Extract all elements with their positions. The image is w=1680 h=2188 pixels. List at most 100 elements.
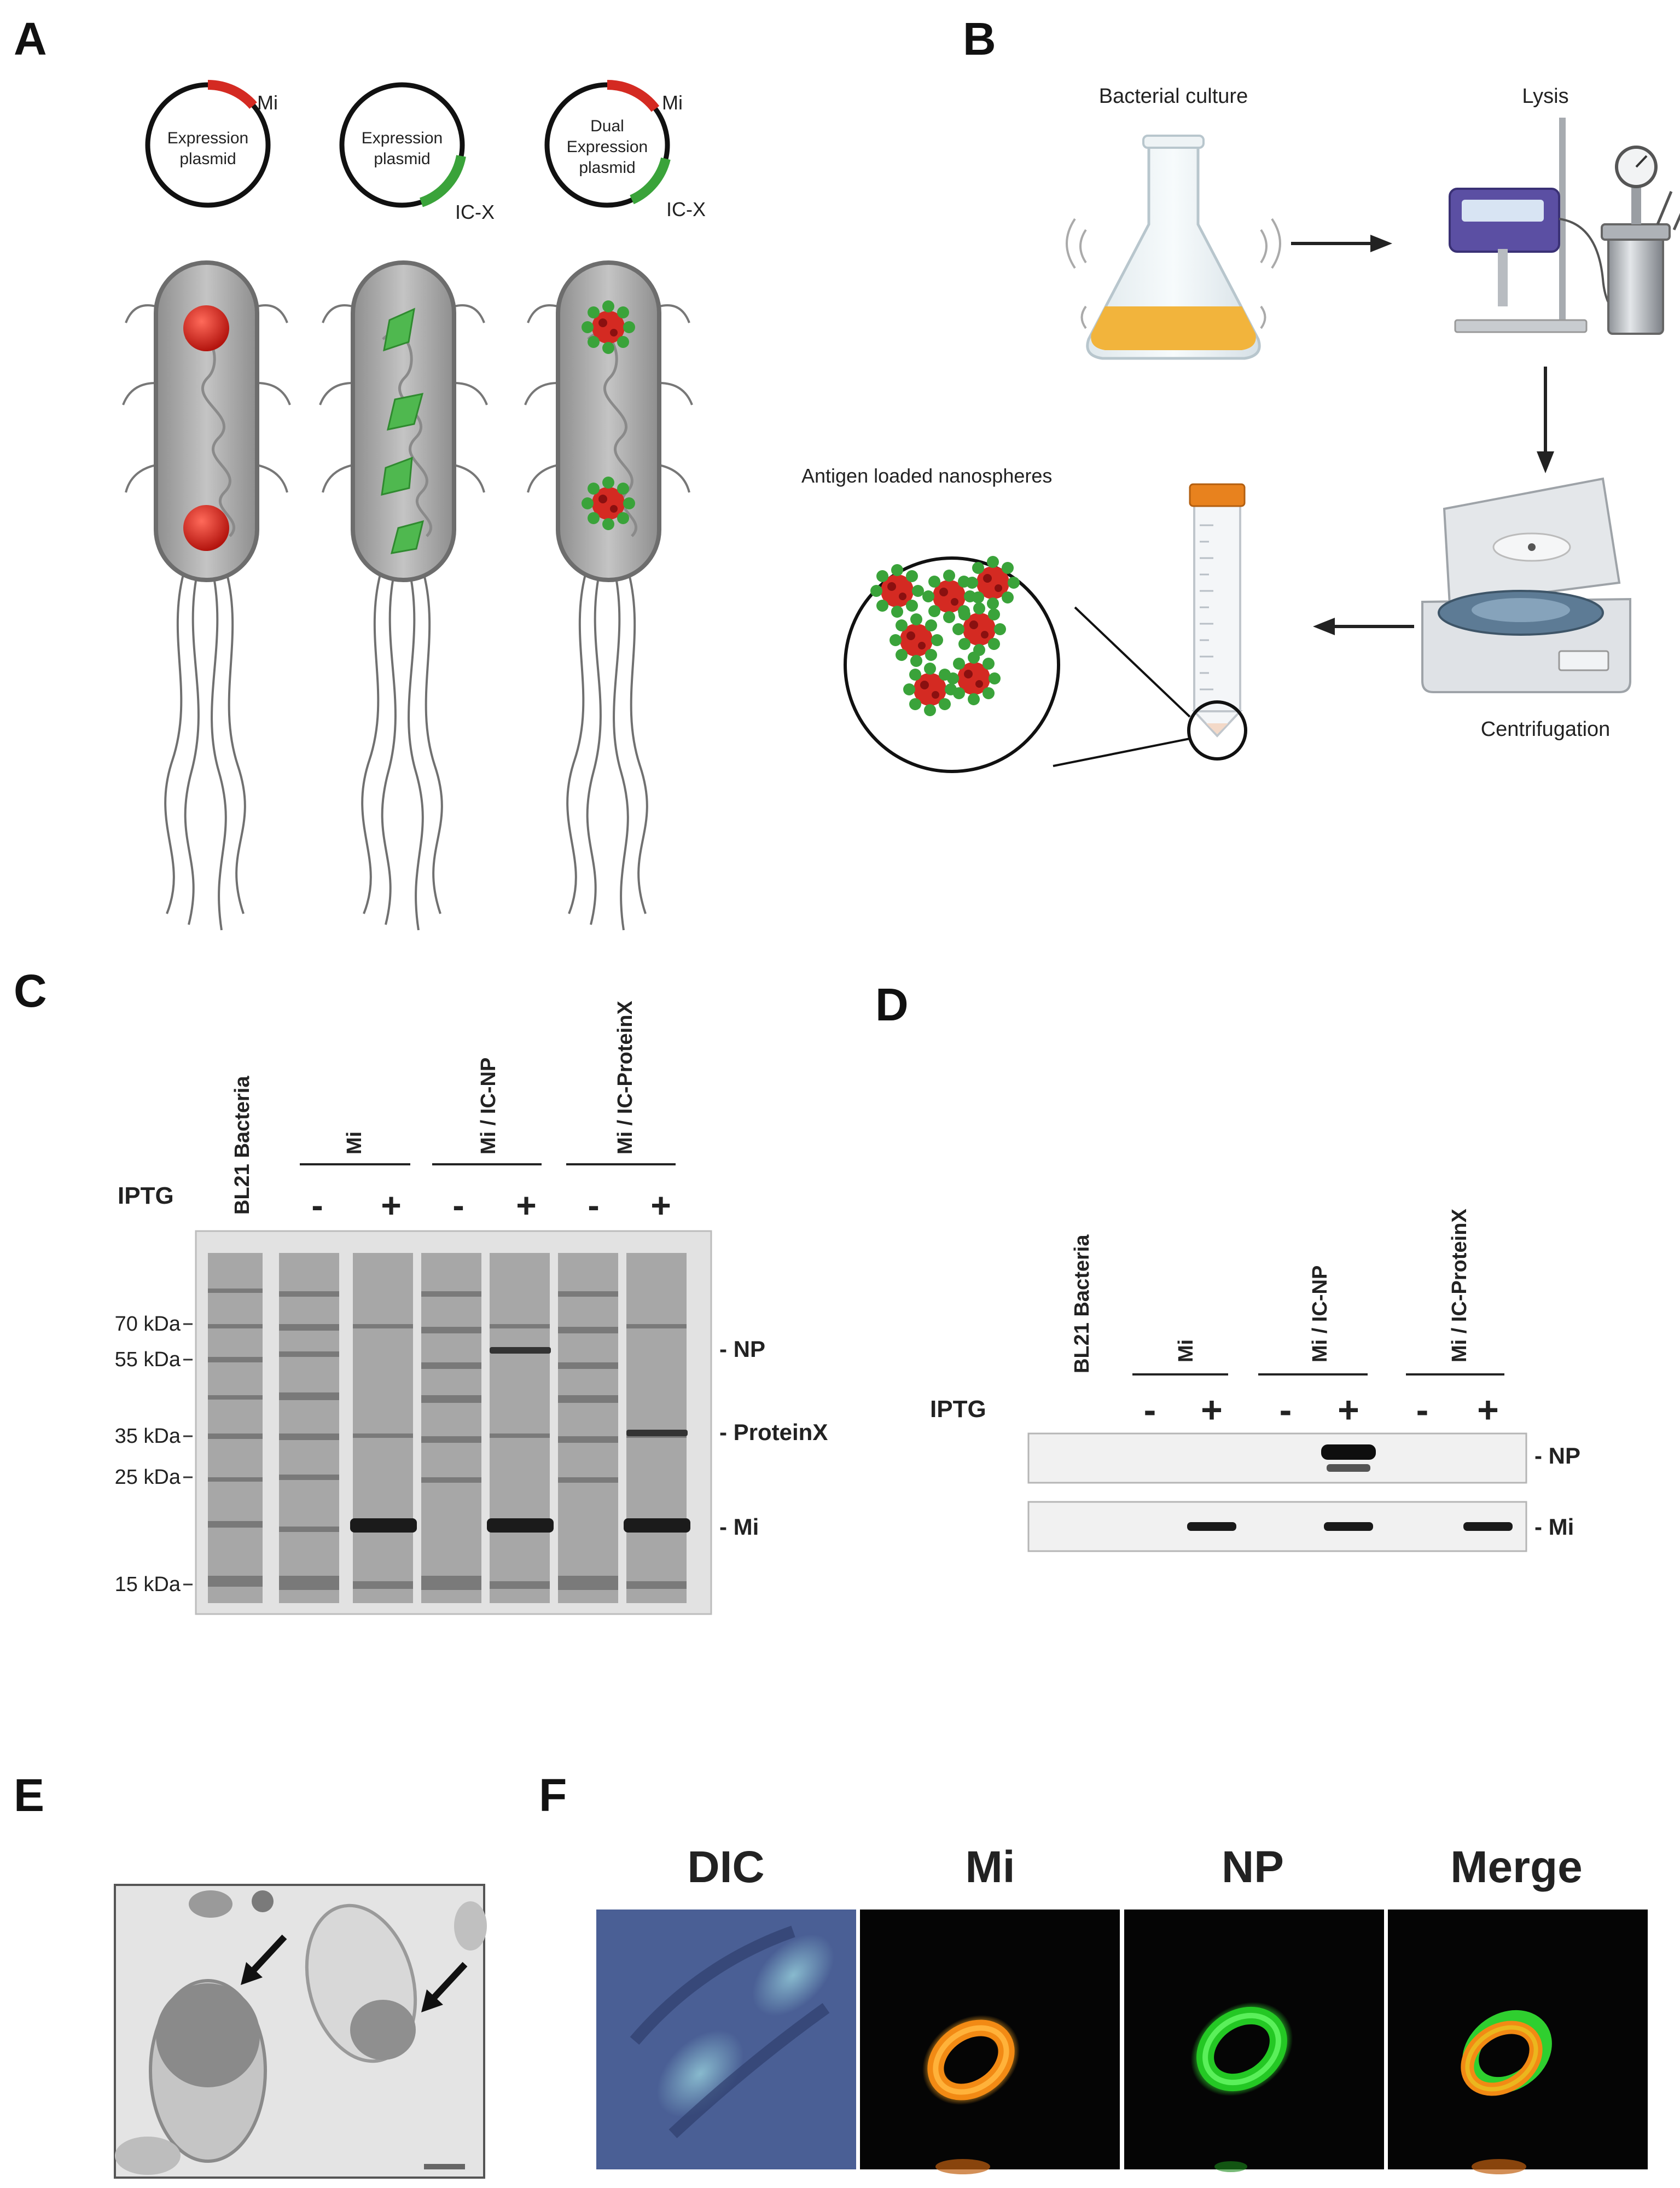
panel-d: D BL21 Bacteria Mi Mi / IC-NP Mi / IC-Pr… — [875, 979, 1580, 1552]
panel-label-b: B — [963, 13, 996, 65]
nanosphere — [952, 602, 1006, 656]
plasmid-2-line-2: plasmid — [374, 150, 430, 168]
step-culture-label: Bacterial culture — [1099, 85, 1248, 108]
band-proteinx — [626, 1430, 688, 1436]
icx-protein — [386, 393, 424, 431]
channel-merge-label: Merge — [1450, 1842, 1583, 1892]
arrow-icon — [421, 1961, 468, 2012]
marker-25: 25 kDa — [115, 1466, 181, 1489]
channel-mi-label: Mi — [965, 1842, 1015, 1892]
panel-label-d: D — [875, 979, 909, 1030]
bacterium-2 — [319, 260, 488, 931]
icx-protein — [381, 456, 413, 496]
arrow-centrifuge-to-tube — [1313, 618, 1414, 635]
icx-segment — [630, 157, 671, 205]
panel-label-e: E — [14, 1769, 44, 1821]
plasmid-1-line-1: Expression — [167, 129, 248, 147]
marker-70: 70 kDa — [115, 1313, 181, 1336]
plasmid-3: Dual Expression plasmid Mi IC-X — [544, 80, 706, 220]
panel-f: F DIC Mi NP Merge — [539, 1769, 1648, 2174]
band-label-mi: - Mi — [719, 1514, 759, 1540]
nanosphere — [903, 663, 957, 716]
panel-a: A Expression plasmid Mi Expression plasm… — [14, 13, 706, 931]
plasmid-2-marker: IC-X — [455, 201, 495, 223]
plasmid-1-marker: Mi — [257, 91, 278, 114]
band-mi — [487, 1518, 554, 1533]
step-centrifugation-label: Centrifugation — [1481, 718, 1611, 741]
tem-micrograph — [114, 1884, 487, 2179]
iptg-sign: - — [588, 1186, 599, 1225]
pressure-vessel-icon — [1601, 146, 1680, 335]
band-mi — [350, 1518, 417, 1533]
flask-icon — [1066, 135, 1281, 360]
iptg-sign: - — [1416, 1389, 1429, 1431]
plasmid-1-line-2: plasmid — [179, 150, 236, 168]
marker-55: 55 kDa — [115, 1348, 181, 1371]
icx-segment — [419, 155, 466, 207]
mi-fluorescence-image — [860, 1910, 1120, 2174]
iptg-sign: + — [381, 1186, 401, 1225]
iptg-sign: + — [650, 1186, 671, 1225]
bacterium-3 — [524, 260, 693, 931]
lane-group-mi-icnp: Mi / IC-NP — [1309, 1266, 1332, 1362]
nanosphere — [966, 556, 1020, 610]
lane-group-mi: Mi — [343, 1131, 366, 1154]
lane-group-mi-icproteinx: Mi / IC-ProteinX — [1448, 1209, 1471, 1362]
dic-image — [596, 1910, 856, 2169]
merge-image — [1388, 1910, 1648, 2174]
panel-label-c: C — [14, 965, 47, 1017]
iptg-sign: - — [311, 1186, 323, 1225]
icx-protein — [390, 520, 425, 554]
lane-group-bl21: BL21 Bacteria — [231, 1076, 254, 1215]
iptg-sign: - — [1280, 1389, 1292, 1431]
sonicator-icon — [1449, 118, 1625, 333]
lane-group-mi: Mi — [1175, 1339, 1197, 1362]
panel-b: B Bacterial culture Lysis — [801, 13, 1680, 773]
nanosphere — [582, 300, 635, 354]
band-mi — [624, 1518, 690, 1533]
sds-page-gel — [195, 1230, 712, 1615]
iptg-sign: + — [516, 1186, 536, 1225]
mi-inclusion — [183, 505, 229, 551]
channel-dic-label: DIC — [687, 1842, 764, 1892]
tube-zoom-circle — [1187, 700, 1247, 761]
panel-label-f: F — [539, 1769, 567, 1821]
iptg-sign: + — [1338, 1389, 1359, 1431]
mi-segment — [207, 80, 257, 109]
iptg-sign: + — [1477, 1389, 1499, 1431]
np-fluorescence-image — [1124, 1910, 1384, 2172]
marker-15: 15 kDa — [115, 1573, 181, 1596]
panel-label-a: A — [14, 13, 47, 65]
band-label-proteinx: - ProteinX — [719, 1419, 828, 1445]
bacterium-1 — [122, 260, 291, 931]
arrow-icon — [241, 1934, 287, 1985]
plasmid-1: Expression plasmid Mi — [145, 80, 278, 208]
plasmid-3-line-3: plasmid — [579, 159, 635, 177]
marker-35: 35 kDa — [115, 1425, 181, 1448]
arrow-culture-to-lysis — [1291, 235, 1392, 252]
nanosphere — [890, 613, 943, 667]
panel-e: E — [14, 1769, 487, 2179]
nanospheres-zoom — [844, 556, 1060, 773]
western-blot-np — [1027, 1432, 1527, 1484]
lane-group-bl21: BL21 Bacteria — [1071, 1234, 1094, 1373]
iptg-sign: - — [452, 1186, 464, 1225]
band-label-np: - NP — [719, 1336, 765, 1362]
lane-group-mi-icnp: Mi / IC-NP — [477, 1058, 500, 1154]
centrifuge-icon — [1421, 477, 1631, 693]
plasmid-2: Expression plasmid IC-X — [339, 82, 495, 223]
band-np — [490, 1347, 551, 1354]
panel-c: C BL21 Bacteria Mi Mi / IC-NP Mi / IC-Pr… — [14, 965, 828, 1615]
arrow-lysis-to-centrifuge — [1537, 367, 1554, 473]
nanosphere — [582, 477, 635, 530]
iptg-sign: + — [1201, 1389, 1223, 1431]
nanosphere — [870, 564, 924, 618]
plasmid-3-marker-2: IC-X — [666, 198, 706, 220]
mi-inclusion — [183, 305, 229, 351]
iptg-label: IPTG — [930, 1396, 986, 1423]
channel-np-label: NP — [1222, 1842, 1284, 1892]
iptg-label: IPTG — [118, 1182, 174, 1209]
mi-segment — [607, 80, 660, 112]
iptg-sign: - — [1144, 1389, 1156, 1431]
